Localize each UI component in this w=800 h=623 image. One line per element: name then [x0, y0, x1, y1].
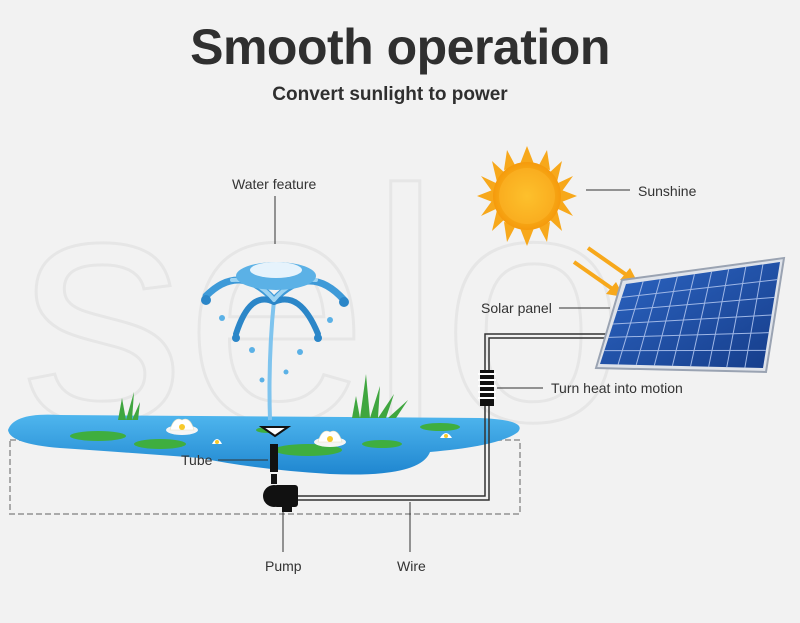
- fountain-spray: [201, 262, 349, 421]
- panel-cell-divider: [621, 279, 778, 298]
- lotus-bud: [440, 433, 452, 438]
- pump: [263, 485, 298, 512]
- label-sunshine: Sunshine: [638, 183, 697, 199]
- lotus-bud: [212, 439, 222, 444]
- label-water-feature: Water feature: [232, 176, 317, 192]
- lily-pad: [134, 439, 186, 449]
- wire: [298, 406, 490, 501]
- wire: [484, 333, 606, 370]
- label-wire: Wire: [397, 558, 426, 574]
- label-tube: Tube: [181, 452, 213, 468]
- sun: [477, 146, 577, 246]
- lily-pad: [70, 431, 126, 441]
- lotus-flower: [166, 418, 198, 435]
- label-solar-panel: Solar panel: [481, 300, 552, 316]
- lily-pad: [274, 444, 342, 456]
- solar-panel: [594, 256, 786, 374]
- page-title: Smooth operation: [190, 19, 610, 75]
- panel-cell-divider: [617, 296, 775, 312]
- page-subtitle: Convert sunlight to power: [272, 84, 508, 105]
- grass-left: [118, 392, 140, 420]
- label-turn-heat: Turn heat into motion: [551, 380, 683, 396]
- tube: [270, 444, 278, 472]
- lotus-flower: [314, 430, 346, 447]
- label-pump: Pump: [265, 558, 302, 574]
- panel-cell-divider: [608, 332, 769, 338]
- lily-pad: [362, 440, 402, 448]
- lily-pad: [420, 423, 460, 431]
- tube: [271, 474, 277, 484]
- pond: [8, 414, 520, 475]
- panel-cell-divider: [612, 314, 772, 325]
- motor: [478, 370, 496, 406]
- grass-right: [352, 374, 408, 418]
- fountain-nozzle: [258, 426, 292, 438]
